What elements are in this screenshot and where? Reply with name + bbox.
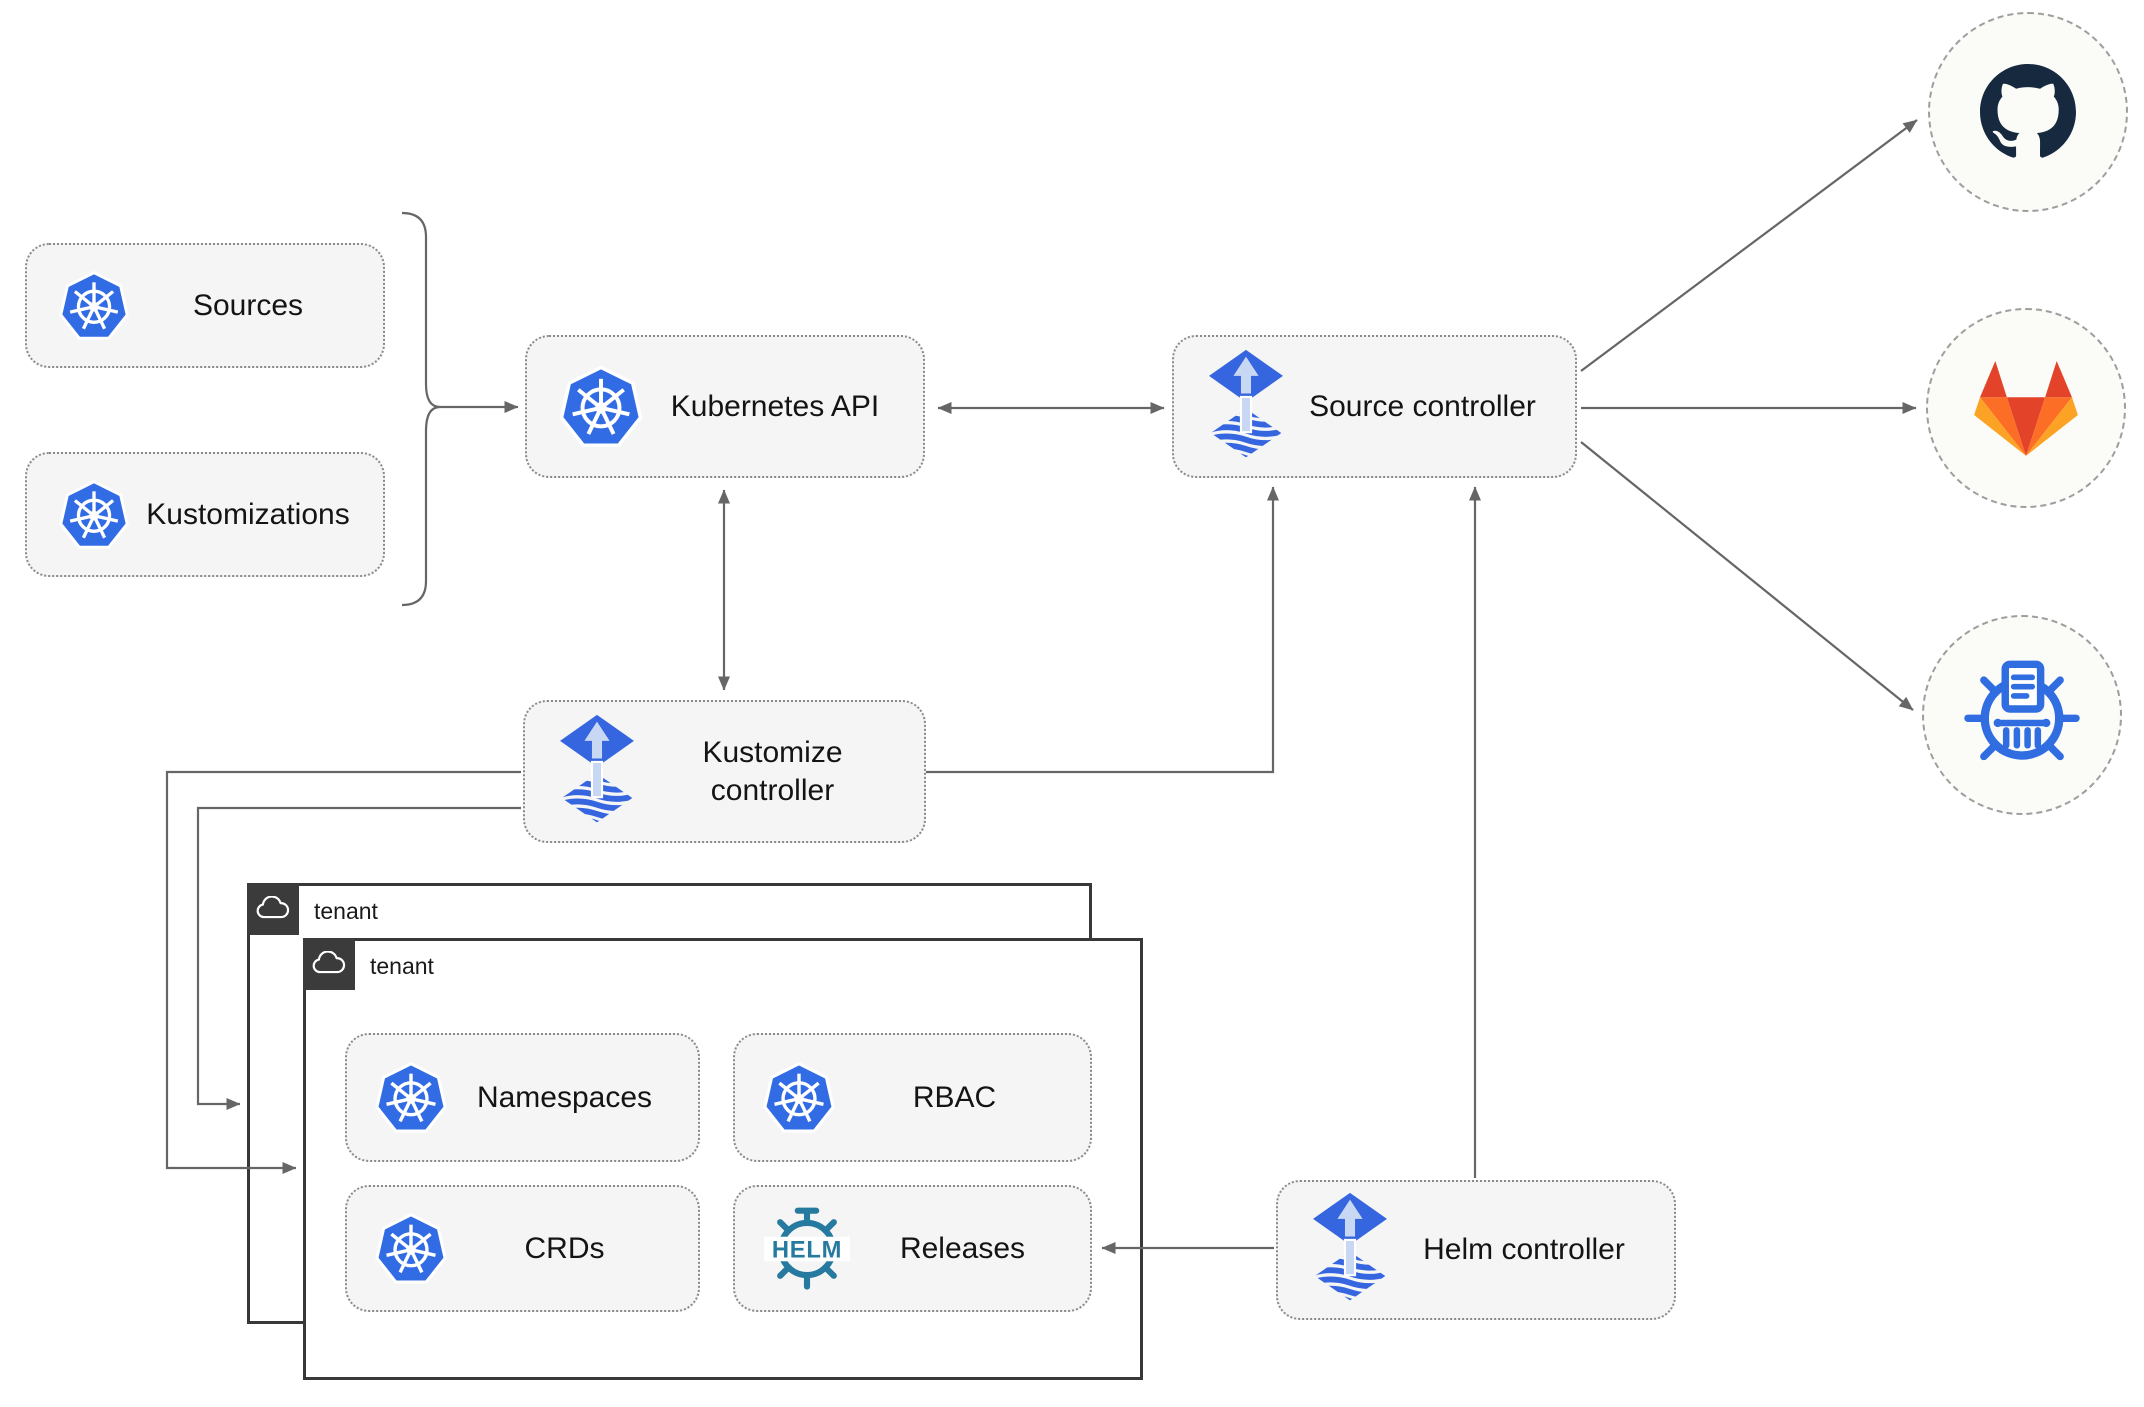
node-label: Source controller	[1309, 389, 1536, 423]
kubernetes-icon	[57, 269, 131, 343]
cloud-icon	[256, 896, 290, 919]
gitlab-icon	[1974, 360, 2078, 456]
node-namespaces: Namespaces	[345, 1033, 700, 1162]
node-label: Namespaces	[476, 1080, 653, 1114]
kubernetes-icon	[373, 1060, 449, 1136]
node-label: Helm controller	[1423, 1233, 1625, 1267]
node-kustomizations: Kustomizations	[25, 452, 385, 577]
arrow-source-controller-to-chartmuseum	[1580, 441, 1914, 711]
tenant-label: tenant	[314, 898, 378, 924]
helm-icon: HELM	[761, 1203, 853, 1295]
node-label: Sources	[192, 288, 304, 322]
helm-wheel-text: HELM	[772, 1236, 842, 1263]
kubernetes-icon	[761, 1060, 837, 1136]
arrow-source-controller-to-github	[1580, 119, 1918, 372]
chartmuseum-icon	[1964, 660, 2080, 760]
cloud-icon	[312, 951, 346, 974]
chartmuseum-target-circle	[1922, 615, 2122, 815]
node-kubernetes-api: Kubernetes API	[525, 335, 925, 478]
github-target-circle	[1928, 12, 2128, 212]
node-rbac: RBAC	[733, 1033, 1092, 1162]
flux-icon	[1308, 1191, 1392, 1309]
node-sources: Sources	[25, 243, 385, 368]
node-crds: CRDs	[345, 1185, 700, 1312]
node-label: CRDs	[524, 1231, 605, 1265]
node-label: Kubernetes API	[670, 389, 880, 423]
node-label: Kustomizations	[146, 497, 350, 531]
node-helm-controller: Helm controller	[1276, 1180, 1676, 1320]
gitlab-target-circle	[1926, 308, 2126, 508]
tenant-tab	[303, 938, 355, 990]
node-label: Releases	[899, 1231, 1026, 1265]
node-source-controller: Source controller	[1172, 335, 1577, 478]
flux-icon	[1204, 348, 1288, 466]
kubernetes-icon	[557, 363, 645, 451]
kubernetes-icon	[57, 478, 131, 552]
flux-icon	[555, 713, 639, 831]
arrow-kustomize-controller-to-source-controller	[926, 486, 1279, 774]
node-label: Kustomize controller	[702, 736, 843, 807]
tenant-tab	[247, 883, 299, 935]
bracket-sources-group	[401, 211, 441, 607]
tenant-label: tenant	[370, 953, 434, 979]
node-releases: HELM Releases	[733, 1185, 1092, 1312]
github-icon	[1980, 64, 2076, 158]
node-label: RBAC	[912, 1080, 997, 1114]
kubernetes-icon	[373, 1211, 449, 1287]
node-kustomize-controller: Kustomize controller	[523, 700, 926, 843]
